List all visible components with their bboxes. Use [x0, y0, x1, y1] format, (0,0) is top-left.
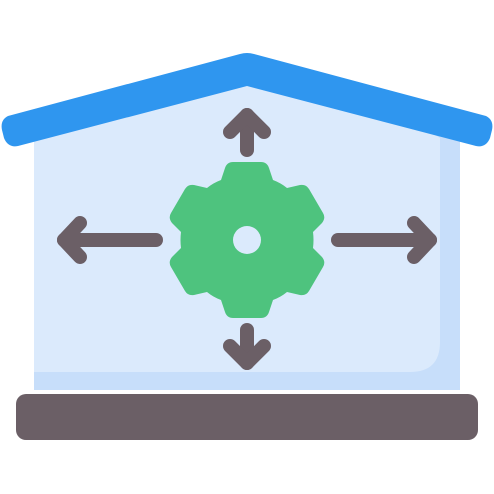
- gear-icon: [169, 162, 325, 318]
- house-roof-shape: [1, 53, 493, 147]
- arrow-down-icon: [223, 323, 271, 370]
- arrow-left-icon: [57, 216, 163, 264]
- arrow-up-icon: [223, 108, 271, 157]
- arrow-right-icon: [331, 216, 437, 264]
- house-floor-shape: [16, 394, 478, 440]
